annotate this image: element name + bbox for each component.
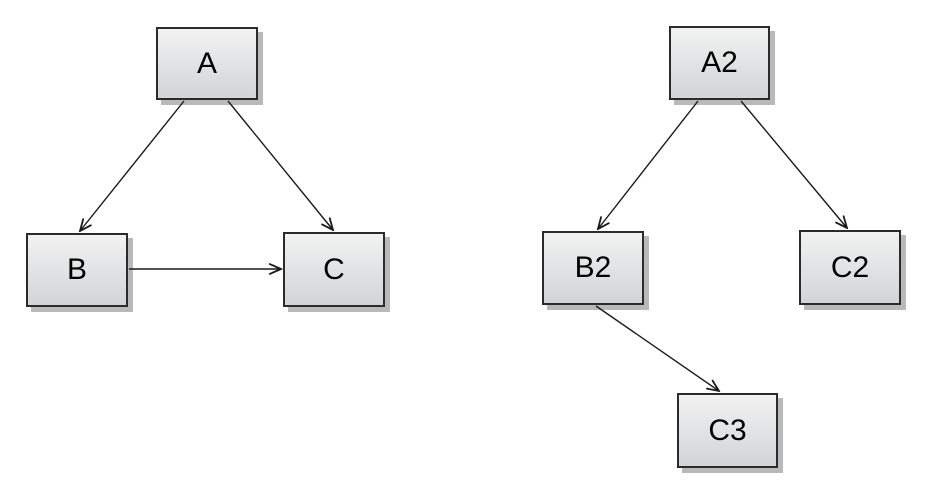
node-label: C (323, 252, 345, 286)
node-label: A2 (701, 46, 738, 79)
left-graph-edges (80, 100, 333, 269)
right-graph-edges (595, 100, 847, 391)
node-B[interactable]: B (26, 233, 128, 307)
node-A2[interactable]: A2 (669, 26, 770, 100)
edge-A2-C2[interactable] (740, 100, 847, 228)
edge-A2-B2[interactable] (598, 100, 699, 229)
node-label: B2 (574, 251, 612, 284)
node-label: C3 (708, 413, 747, 447)
node-A[interactable]: A (156, 27, 258, 100)
node-B2[interactable]: B2 (542, 231, 644, 305)
edge-A-B[interactable] (80, 100, 185, 231)
node-C2[interactable]: C2 (799, 230, 901, 305)
node-label: B (66, 253, 87, 286)
edge-A-C[interactable] (227, 100, 333, 230)
edge-B2-C3[interactable] (595, 305, 719, 391)
node-C3[interactable]: C3 (677, 393, 778, 468)
node-C[interactable]: C (283, 232, 385, 307)
node-label: C2 (830, 250, 870, 284)
node-label: A (196, 46, 217, 80)
